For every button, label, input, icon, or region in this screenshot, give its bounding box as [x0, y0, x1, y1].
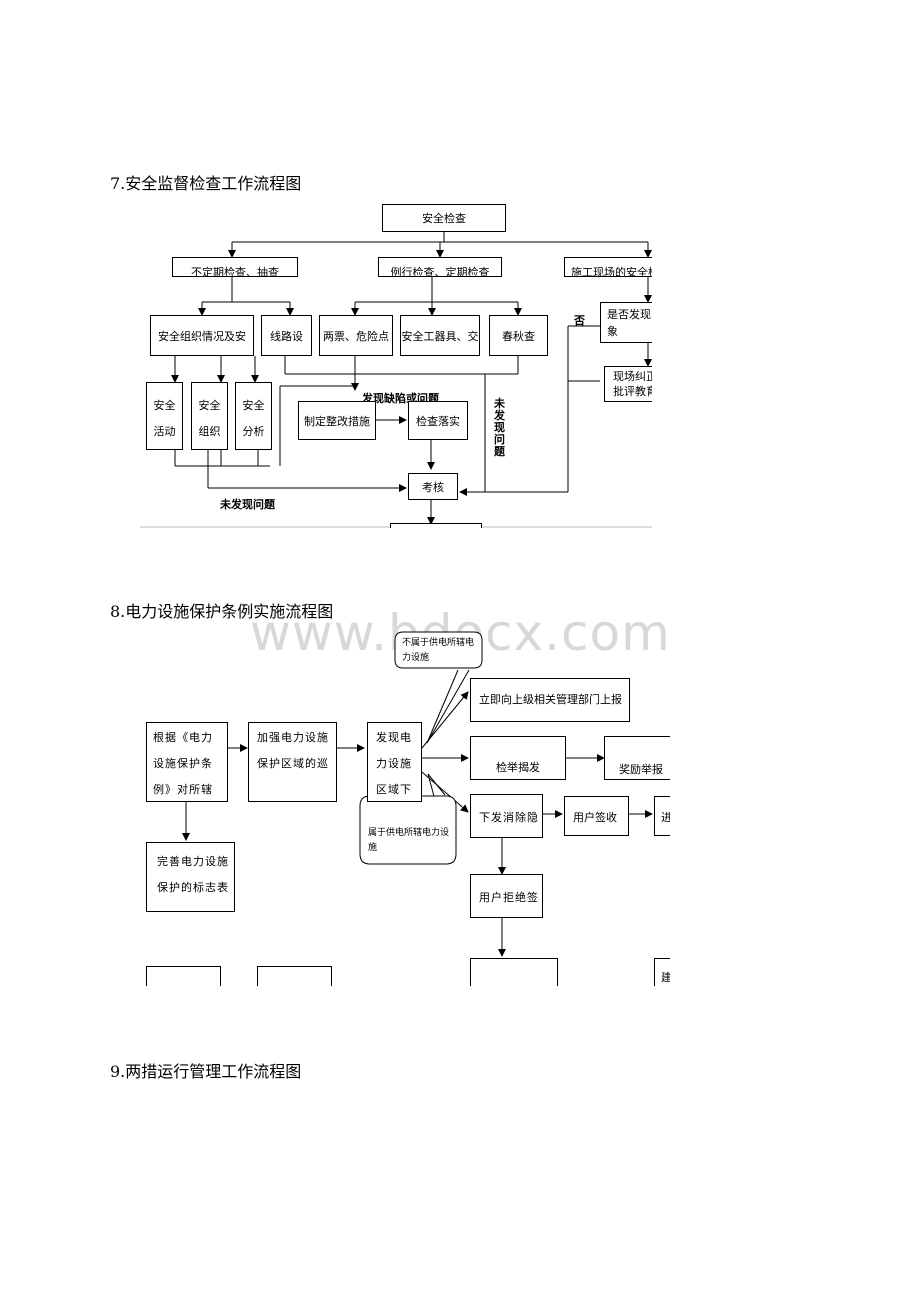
flow7-item-spring: 春秋查 — [489, 315, 548, 356]
flow8-strengthen: 加强电力设施保护区域的巡 — [248, 722, 337, 802]
flow7-item-ticket-label: 两票、危险点 — [323, 329, 389, 343]
flow7-sub-activity-line3: 记录 — [154, 445, 176, 449]
flow7-item-tools-label: 安全工器具、交 — [401, 329, 479, 343]
flow8-basis: 根据《电力设施保护条例》对所辖配电线 — [146, 722, 228, 802]
flow7-branch-right: 施工现场的安全检 — [564, 257, 652, 277]
flow8-bottom-box-2 — [257, 966, 332, 986]
flow8-proceed: 进 — [654, 796, 670, 836]
flow8-issue-label: 下发消除隐 — [479, 811, 539, 824]
flow7-item-line: 线路设 — [261, 315, 312, 356]
heading-7: 7.安全监督检查工作流程图 — [110, 174, 302, 193]
flow8-complete: 完善电力设施保护的标志表 — [146, 842, 235, 912]
flow8-user-sign-label: 用户签收 — [573, 811, 617, 824]
flow8-complete-label: 完善电力设施保护的标志表 — [157, 855, 229, 894]
safety-inspection-flowchart: 安全检查 不定期检查、抽查 例行检查、定期检查 施工现场的安全检 安全组织情况及… — [140, 198, 652, 528]
flow7-sub-org: 安全 组织 网络 — [191, 382, 228, 450]
flow8-report-label: 立即向上级相关管理部门上报 — [479, 693, 622, 706]
flow7-item-org: 安全组织情况及安 — [150, 315, 254, 356]
flow7-sub-analysis: 安全 分析 会议 — [235, 382, 272, 450]
flow7-sub-org-line2: 组织 — [198, 425, 221, 438]
flow8-reward-label: 奖励举报人 — [619, 763, 663, 776]
flow7-no-label: 否 — [574, 314, 585, 327]
flow8-strengthen-label: 加强电力设施保护区域的巡 — [257, 731, 329, 770]
flow8-basis-label: 根据《电力设施保护条例》对所辖配电线 — [153, 731, 213, 796]
flow8-proceed-label: 进 — [661, 811, 670, 824]
flow7-is-found-label: 是否发现 — [607, 308, 651, 321]
flow7-connectors — [140, 232, 652, 528]
power-facility-protection-flowchart: 不属于供电所辖电力设施 属于供电所辖电力设施 根据《电力设施保护条例》对所辖配电… — [140, 630, 670, 986]
flow7-branch-mid: 例行检查、定期检查 — [378, 257, 502, 277]
flow7-no-problem-horizontal: 未发现问题 — [220, 498, 275, 511]
flow8-connectors — [182, 631, 653, 957]
flow7-onsite-fix-label-2: 批评教育 — [613, 385, 652, 398]
flow7-item-org-label: 安全组织情况及安 — [158, 329, 246, 343]
flow7-branch-right-label: 施工现场的安全检 — [571, 266, 652, 277]
flow7-item-ticket: 两票、危险点 — [319, 315, 393, 356]
flow7-sub-org-line1: 安全 — [198, 399, 221, 412]
flow7-sub-activity-line2: 活动 — [153, 425, 176, 438]
flow7-sub-org-line3: 网络 — [199, 445, 221, 449]
flow8-reveal: 检举揭发 — [470, 736, 566, 780]
flow8-reward: 奖励举报人 — [604, 736, 670, 780]
flow7-onsite-fix: 现场纠正 批评教育 — [604, 366, 652, 402]
flow7-sub-activity-line1: 安全 — [153, 399, 176, 412]
flow8-discover: 发现电力设施区域下 — [367, 722, 422, 802]
flow8-build: 建 — [654, 958, 670, 986]
flow8-discover-label: 发现电力设施区域下 — [376, 731, 412, 796]
flow8-report: 立即向上级相关管理部门上报 — [470, 678, 630, 722]
flow7-bottom-box — [390, 523, 482, 528]
flow8-bottom-box-3 — [470, 958, 558, 986]
flow7-branch-left: 不定期检查、抽查 — [172, 257, 298, 277]
flow7-sub-analysis-line1: 安全 — [242, 399, 265, 412]
flow7-measures-label: 制定整改措施 — [304, 414, 370, 428]
flow7-branch-mid-label: 例行检查、定期检查 — [390, 266, 490, 277]
flow8-refuse-label: 用户拒绝签 — [479, 891, 539, 904]
flow8-callout-yes: 属于供电所辖电力设施 — [368, 828, 450, 853]
flow8-user-sign: 用户签收 — [564, 796, 629, 836]
flow7-root: 安全检查 — [382, 204, 506, 232]
flow7-assess: 考核 — [408, 473, 458, 500]
flow7-is-found: 是否发现 象 — [600, 302, 652, 343]
flow7-sub-analysis-line2: 分析 — [242, 425, 265, 438]
flow7-item-spring-label: 春秋查 — [502, 329, 535, 343]
flow7-sub-analysis-line3: 会议 — [243, 445, 265, 449]
flow8-callout-not: 不属于供电所辖电力设施 — [402, 638, 475, 663]
flow7-implement-label: 检查落实 — [416, 414, 460, 428]
flow7-onsite-fix-label: 现场纠正 — [613, 370, 652, 383]
flow7-item-line-label: 线路设 — [270, 329, 303, 343]
flow7-assess-label: 考核 — [422, 480, 444, 494]
flow7-sub-activity: 安全 活动 记录 — [146, 382, 183, 450]
heading-9: 9.两措运行管理工作流程图 — [110, 1062, 302, 1081]
flow8-refuse: 用户拒绝签 — [470, 874, 543, 918]
flow7-item-tools: 安全工器具、交 — [400, 315, 480, 356]
flow7-no-problem-vertical: 未发现问题 — [494, 397, 505, 458]
flow8-reveal-label: 检举揭发 — [496, 761, 540, 774]
flow7-root-label: 安全检查 — [422, 212, 466, 225]
flow7-is-found-label-2: 象 — [607, 325, 618, 338]
flow8-issue: 下发消除隐 — [470, 794, 543, 838]
flow7-implement: 检查落实 — [408, 401, 468, 440]
flow7-branch-left-label: 不定期检查、抽查 — [191, 266, 279, 277]
heading-8: 8.电力设施保护条例实施流程图 — [110, 602, 334, 621]
flow8-bottom-box-1 — [146, 966, 221, 986]
flow7-measures: 制定整改措施 — [298, 401, 376, 440]
flow8-build-label: 建 — [661, 971, 670, 984]
